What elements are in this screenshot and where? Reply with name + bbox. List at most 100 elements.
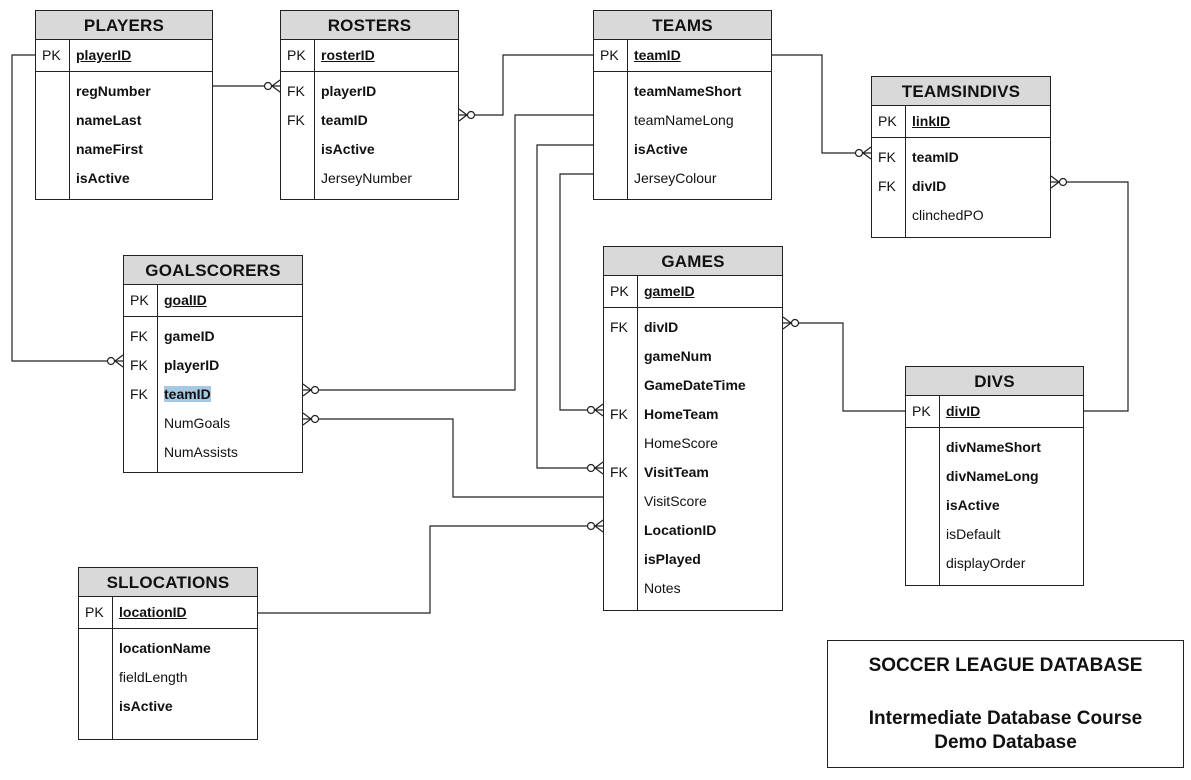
entity-title: ROSTERS — [281, 11, 458, 40]
key-column — [79, 629, 113, 739]
crows-foot — [594, 409, 604, 417]
field-name: teamNameShort — [634, 83, 742, 99]
field-isactive[interactable]: isActive — [113, 692, 257, 721]
field-notes[interactable]: Notes — [638, 574, 782, 603]
optional-circle — [586, 405, 596, 415]
primary-key-field[interactable]: locationID — [119, 604, 187, 620]
primary-key-field[interactable]: rosterID — [321, 47, 375, 63]
field-name: Notes — [644, 580, 681, 596]
field-regnumber[interactable]: regNumber — [70, 77, 212, 106]
field-isactive[interactable]: isActive — [628, 135, 771, 164]
field-visitteam[interactable]: VisitTeam — [638, 458, 782, 487]
field-playerid[interactable]: playerID — [158, 351, 302, 380]
optional-circle — [586, 521, 596, 531]
field-fieldlength[interactable]: fieldLength — [113, 663, 257, 692]
field-name: isActive — [634, 141, 688, 157]
field-name: isActive — [946, 497, 1000, 513]
field-isactive[interactable]: isActive — [70, 164, 212, 193]
field-teamid[interactable]: teamID — [158, 380, 302, 409]
field-hometeam[interactable]: HomeTeam — [638, 400, 782, 429]
field-numgoals[interactable]: NumGoals — [158, 409, 302, 438]
key-marker: FK — [878, 178, 896, 194]
key-marker — [906, 491, 939, 520]
field-homescore[interactable]: HomeScore — [638, 429, 782, 458]
crows-foot — [302, 418, 312, 426]
field-namefirst[interactable]: nameFirst — [70, 135, 212, 164]
field-isactive[interactable]: isActive — [940, 491, 1083, 520]
field-divnameshort[interactable]: divNameShort — [940, 433, 1083, 462]
field-playerid[interactable]: playerID — [315, 77, 458, 106]
crows-foot — [862, 146, 872, 154]
field-teamnamelong[interactable]: teamNameLong — [628, 106, 771, 135]
key-marker — [906, 520, 939, 549]
field-name: teamNameLong — [634, 112, 734, 128]
field-teamnameshort[interactable]: teamNameShort — [628, 77, 771, 106]
rel-games-divs — [783, 322, 905, 412]
field-divid[interactable]: divID — [638, 313, 782, 342]
field-jerseynumber[interactable]: JerseyNumber — [315, 164, 458, 193]
crows-foot — [594, 461, 604, 469]
field-visitscore[interactable]: VisitScore — [638, 487, 782, 516]
field-locationname[interactable]: locationName — [113, 634, 257, 663]
crows-foot — [271, 85, 281, 93]
field-numassists[interactable]: NumAssists — [158, 438, 302, 467]
crows-foot — [458, 114, 468, 122]
rel-teams-teamsindivs — [772, 54, 871, 154]
field-displayorder[interactable]: displayOrder — [940, 549, 1083, 578]
primary-key-field[interactable]: playerID — [76, 47, 132, 63]
crows-foot — [114, 354, 124, 362]
key-marker — [604, 516, 637, 545]
rel-locations-games — [258, 525, 603, 614]
field-gamedatetime[interactable]: GameDateTime — [638, 371, 782, 400]
field-isdefault[interactable]: isDefault — [940, 520, 1083, 549]
field-name: gameID — [164, 328, 215, 344]
primary-key-field[interactable]: teamID — [634, 47, 681, 63]
field-locationid[interactable]: LocationID — [638, 516, 782, 545]
crows-foot — [1050, 175, 1060, 183]
primary-key-field[interactable]: divID — [946, 403, 981, 419]
key-marker: FK — [610, 319, 628, 335]
field-name: HomeScore — [644, 435, 718, 451]
primary-key-field[interactable]: gameID — [644, 283, 695, 299]
field-teamid[interactable]: teamID — [315, 106, 458, 135]
field-gameid[interactable]: gameID — [158, 322, 302, 351]
optional-circle — [586, 463, 596, 473]
field-clinchedpo[interactable]: clinchedPO — [906, 201, 1050, 230]
primary-key-field[interactable]: linkID — [912, 113, 951, 129]
field-isplayed[interactable]: isPlayed — [638, 545, 782, 574]
key-marker: FK — [130, 357, 148, 373]
primary-key-row: PK locationID — [79, 597, 257, 629]
field-isactive[interactable]: isActive — [315, 135, 458, 164]
field-name: JerseyNumber — [321, 170, 413, 186]
optional-circle — [310, 385, 320, 395]
field-teamid[interactable]: teamID — [906, 143, 1050, 172]
crows-foot — [302, 383, 312, 391]
field-gamenum[interactable]: gameNum — [638, 342, 782, 371]
key-marker: PK — [79, 597, 113, 628]
primary-key-field[interactable]: goalID — [164, 292, 207, 308]
field-namelast[interactable]: nameLast — [70, 106, 212, 135]
rel-players-goalscorers — [11, 54, 123, 362]
field-jerseycolour[interactable]: JerseyColour — [628, 164, 771, 193]
key-marker — [124, 409, 157, 438]
entity-title: PLAYERS — [36, 11, 212, 40]
key-marker — [594, 106, 627, 135]
field-divid[interactable]: divID — [906, 172, 1050, 201]
field-divnamelong[interactable]: divNameLong — [940, 462, 1083, 491]
crows-foot — [302, 412, 312, 420]
